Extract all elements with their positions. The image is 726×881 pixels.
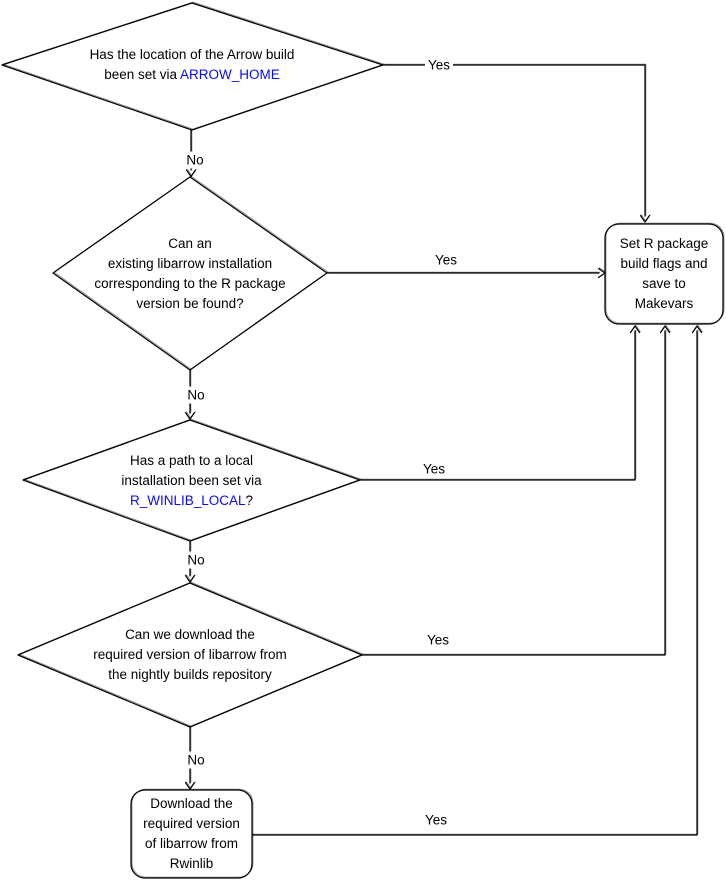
edge-label-downloadrwinlib-yes: Yes	[421, 811, 451, 829]
edge-label-arrowhome-yes: Yes	[424, 56, 454, 74]
edge-label-nightly-yes: Yes	[423, 631, 453, 649]
edge-label-libarrow-no: No	[184, 386, 208, 404]
edge-label-rwinliblocal-no: No	[184, 551, 208, 569]
edge-label-arrowhome-no: No	[183, 151, 207, 169]
node-fill-layer	[2, 3, 723, 878]
edge-label-rwinliblocal-yes: Yes	[419, 460, 449, 478]
edge-label-libarrow-yes: Yes	[431, 251, 461, 269]
edge-label-nightly-no: No	[184, 751, 208, 769]
